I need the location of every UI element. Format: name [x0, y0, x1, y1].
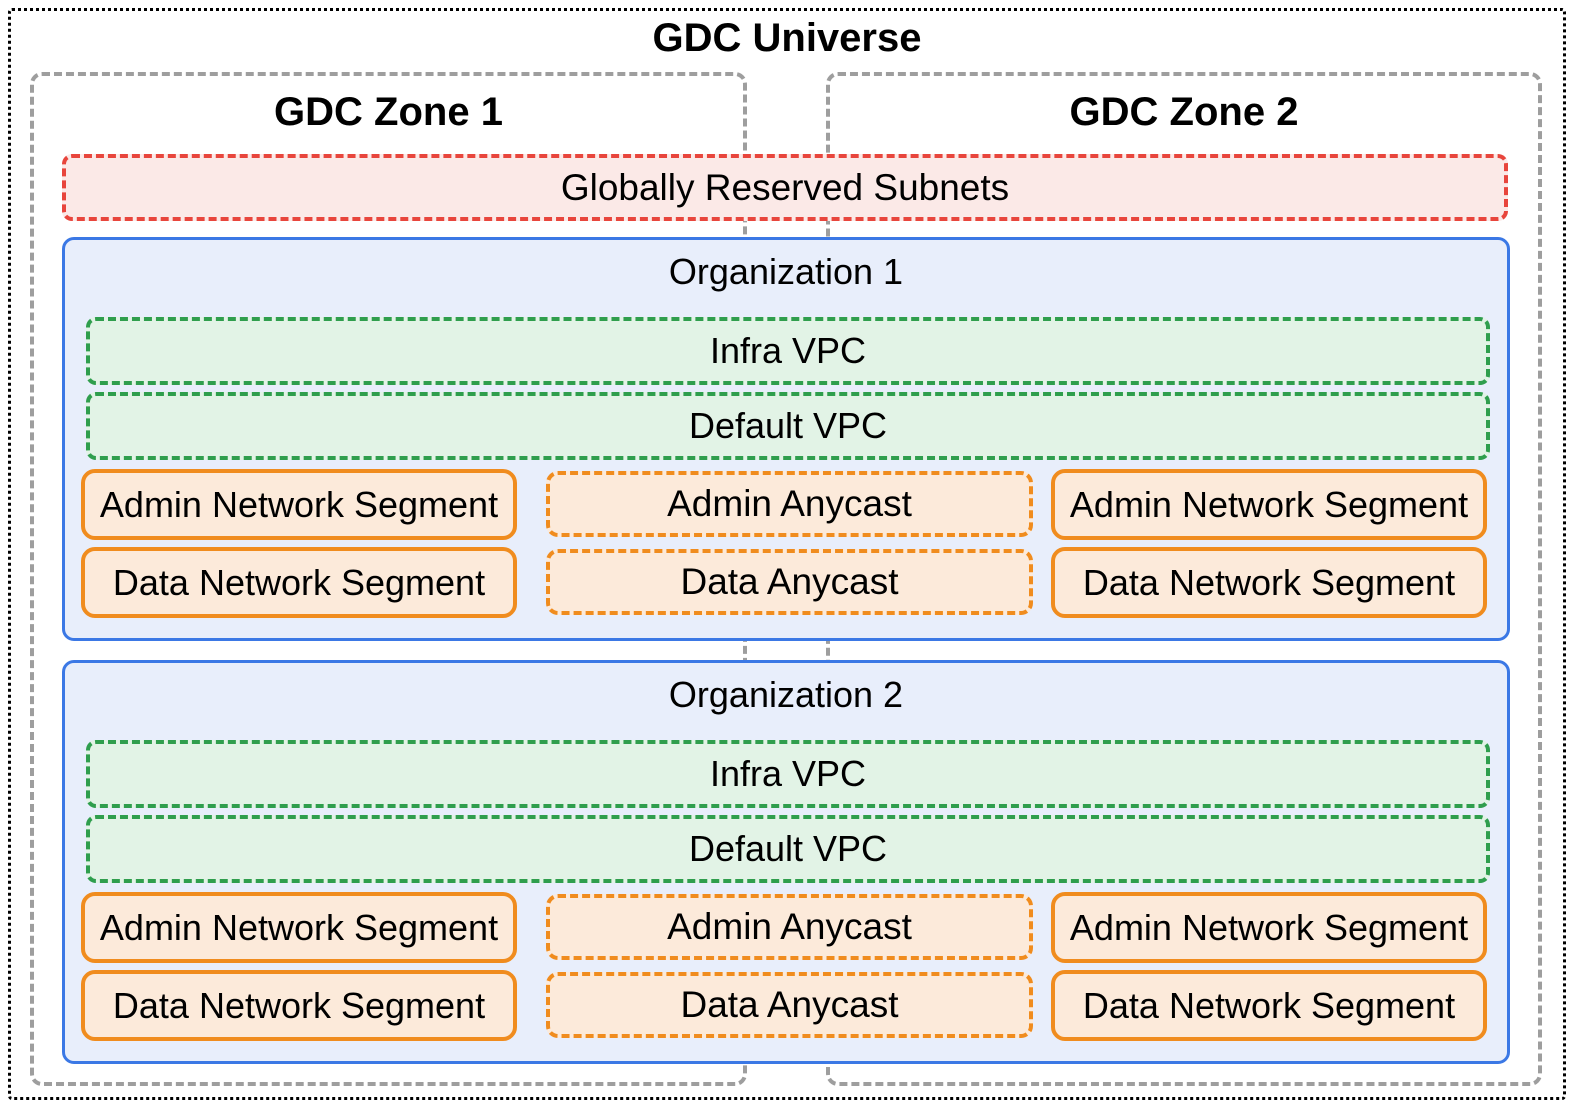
organization-1-container: Organization 1 Infra VPC Default VPC Adm… — [62, 237, 1510, 641]
organization-2-title: Organization 2 — [668, 674, 904, 715]
org2-zone2-data-network-segment-label: Data Network Segment — [1082, 984, 1456, 1026]
org2-admin-anycast-box: Admin Anycast — [546, 894, 1033, 960]
org1-zone1-data-network-segment: Data Network Segment — [81, 547, 517, 618]
org2-data-anycast-box: Data Anycast — [546, 972, 1033, 1038]
org1-infra-vpc-label: Infra VPC — [709, 330, 867, 371]
org2-data-anycast-label: Data Anycast — [680, 984, 899, 1025]
org2-infra-vpc-label: Infra VPC — [709, 753, 867, 794]
org1-admin-anycast-box: Admin Anycast — [546, 471, 1033, 537]
org2-zone1-data-network-segment-label: Data Network Segment — [112, 984, 486, 1026]
org1-zone2-data-network-segment: Data Network Segment — [1051, 547, 1487, 618]
universe-title: GDC Universe — [652, 16, 922, 60]
globally-reserved-subnets-label: Globally Reserved Subnets — [560, 166, 1010, 208]
org1-infra-vpc-box: Infra VPC — [86, 317, 1490, 385]
gdc-zone-1-label: GDC Zone 1 — [274, 90, 503, 134]
org2-zone1-admin-network-segment-label: Admin Network Segment — [99, 906, 499, 948]
organization-1-title: Organization 1 — [668, 251, 904, 292]
org2-zone2-admin-network-segment-label: Admin Network Segment — [1069, 906, 1469, 948]
gdc-zone-2-label: GDC Zone 2 — [1069, 90, 1299, 134]
org2-infra-vpc-box: Infra VPC — [86, 740, 1490, 808]
org1-zone2-data-network-segment-label: Data Network Segment — [1082, 561, 1456, 603]
org1-zone1-admin-network-segment-label: Admin Network Segment — [99, 483, 499, 525]
org1-default-vpc-label: Default VPC — [688, 405, 888, 446]
organization-2-container: Organization 2 Infra VPC Default VPC Adm… — [62, 660, 1510, 1064]
org1-zone2-admin-network-segment-label: Admin Network Segment — [1069, 483, 1469, 525]
org1-default-vpc-box: Default VPC — [86, 392, 1490, 460]
org2-default-vpc-label: Default VPC — [688, 828, 888, 869]
org2-zone1-admin-network-segment: Admin Network Segment — [81, 892, 517, 963]
org1-zone1-admin-network-segment: Admin Network Segment — [81, 469, 517, 540]
globally-reserved-subnets-box: Globally Reserved Subnets — [62, 154, 1508, 221]
org2-default-vpc-box: Default VPC — [86, 815, 1490, 883]
org1-zone2-admin-network-segment: Admin Network Segment — [1051, 469, 1487, 540]
org2-zone2-admin-network-segment: Admin Network Segment — [1051, 892, 1487, 963]
org1-data-anycast-label: Data Anycast — [680, 561, 899, 602]
universe-border — [8, 8, 1566, 1100]
org2-admin-anycast-label: Admin Anycast — [667, 906, 912, 947]
org1-admin-anycast-label: Admin Anycast — [667, 483, 912, 524]
org2-zone1-data-network-segment: Data Network Segment — [81, 970, 517, 1041]
org1-zone1-data-network-segment-label: Data Network Segment — [112, 561, 486, 603]
org1-data-anycast-box: Data Anycast — [546, 549, 1033, 615]
org2-zone2-data-network-segment: Data Network Segment — [1051, 970, 1487, 1041]
